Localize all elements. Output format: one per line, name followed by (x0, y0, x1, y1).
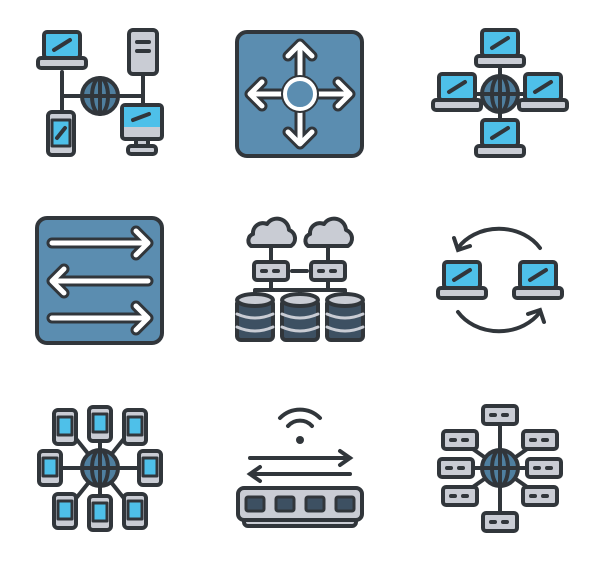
database-icon (325, 292, 365, 342)
laptop-icon (512, 260, 564, 300)
server-icon (441, 429, 479, 451)
laptop-sync-icon (436, 226, 564, 334)
globe-icon (80, 76, 120, 116)
laptop-icon (36, 30, 88, 70)
server-icon (481, 511, 519, 533)
cloud-icon (303, 216, 355, 248)
cloud-icon (246, 216, 298, 248)
phone-icon (52, 492, 78, 530)
wifi-icon (278, 407, 322, 444)
laptop-icon (474, 28, 526, 68)
network-devices-icon (36, 28, 164, 157)
phone-icon (46, 110, 76, 157)
server-icon (481, 404, 519, 426)
laptop-icon (474, 118, 526, 158)
ethernet-port (334, 495, 356, 513)
tower-pc-icon (127, 28, 159, 76)
phone-icon (87, 494, 113, 532)
database-icon (280, 292, 320, 342)
wifi-router-icon (236, 407, 364, 528)
switch-icon (309, 260, 347, 282)
phone-icon (122, 408, 148, 446)
server-icon (521, 485, 559, 507)
globe-icon (480, 448, 520, 488)
server-icon (441, 485, 479, 507)
server-icon (521, 429, 559, 451)
four-way-arrows-icon (235, 30, 364, 158)
server-network-icon (437, 404, 563, 533)
desktop-monitor-icon (120, 103, 164, 156)
laptop-icon (431, 72, 483, 112)
phone-icon (37, 449, 63, 487)
ethernet-port (304, 495, 326, 513)
database-icon (235, 292, 275, 342)
cloud-database-network-icon (235, 216, 365, 342)
phone-icon (52, 408, 78, 446)
ethernet-port (244, 495, 266, 513)
globe-icon (480, 74, 520, 114)
mobile-network-icon (37, 405, 163, 532)
switch-icon (252, 260, 290, 282)
laptop-icon (436, 260, 488, 300)
connected-laptops-icon (431, 28, 569, 158)
phone-icon (137, 449, 163, 487)
ethernet-port (274, 495, 296, 513)
phone-icon (87, 405, 113, 443)
server-icon (525, 457, 563, 479)
phone-icon (122, 492, 148, 530)
laptop-icon (517, 72, 569, 112)
data-transfer-arrows-icon (35, 216, 164, 345)
server-icon (437, 457, 475, 479)
globe-icon (80, 448, 120, 488)
